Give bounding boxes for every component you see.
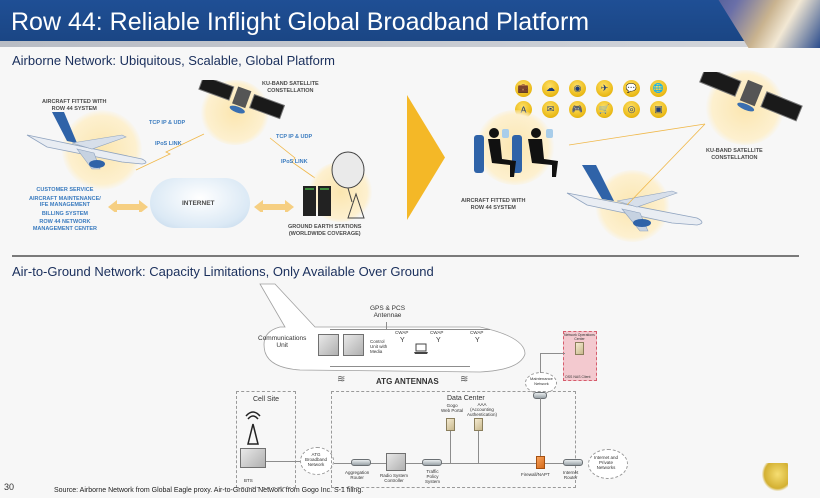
traffic-policy-label: Traffic Policy System (425, 469, 441, 485)
bts-link-line (266, 461, 300, 462)
page-number: 30 (4, 482, 15, 492)
data-center-label: Data Center (447, 395, 485, 402)
radio-system-controller-icon (386, 453, 406, 471)
satellite-label: KU-BAND SATELLITE CONSTELLATION (262, 81, 319, 94)
web-portal-server-icon (446, 418, 455, 431)
rss-icon: ◉ (569, 80, 586, 97)
link1-type: IPoS LINK (155, 141, 182, 147)
double-arrow-left (108, 200, 148, 212)
network-operations-center-box (563, 331, 597, 381)
aaa-label: AAA (Accounting Authentication) (467, 402, 498, 418)
oss-label: OSS NAS Client (565, 375, 591, 379)
title-bar-stripe (0, 41, 820, 47)
web-portal-line (450, 431, 451, 463)
internet-cloud (150, 178, 250, 228)
data-center-backbone (334, 463, 574, 464)
chat-icon: 💬 (623, 80, 640, 97)
internet-router-label: Internet Router (563, 470, 579, 481)
flight-icon: ✈ (596, 80, 613, 97)
noc-label: Network Operations Center (564, 333, 595, 342)
cell-site-box (236, 391, 296, 488)
internet-private-networks-label: Internet and Private Networks (594, 455, 619, 471)
dining-icon: ◎ (623, 101, 640, 118)
link2-type: IPoS LINK (281, 159, 308, 165)
ground-stations-label: GROUND EARTH STATIONS (WORLDWIDE COVERAG… (288, 224, 362, 237)
maintenance-line (540, 398, 541, 463)
right-satellite-label: KU-BAND SATELLITE CONSTELLATION (706, 148, 763, 161)
atg-antenna-icon-right: ≋ (460, 374, 469, 385)
cwap-label-3: CWAP (470, 330, 484, 335)
mail-icon: ✉ (542, 101, 559, 118)
data-center-box (331, 391, 576, 488)
services-list: CUSTOMER SERVICE AIRCRAFT MAINTENANCE/ I… (29, 187, 101, 232)
bts-label: BTS (244, 478, 253, 483)
cabin-backbone-line (330, 329, 490, 330)
satellite-icon (198, 80, 285, 120)
link-lines (135, 133, 316, 179)
noc-link-vertical (540, 353, 541, 373)
contact-icon: ▣ (650, 101, 667, 118)
right-link-lines (568, 123, 706, 206)
page-title: Row 44: Reliable Inflight Global Broadba… (11, 8, 590, 36)
traffic-policy-icon (422, 459, 442, 466)
source-note: Source: Airborne Network from Global Eag… (54, 487, 364, 494)
communications-unit-icon (318, 334, 339, 356)
title-bar (0, 0, 820, 44)
passengers-cabin-icon (474, 128, 558, 177)
section-divider (12, 255, 799, 257)
laptop-icon (414, 343, 428, 354)
gamepad-icon: 🎮 (569, 101, 586, 118)
cwap-label-2: CWAP (430, 330, 444, 335)
bts-icon (240, 448, 266, 468)
aggregation-router-label: Aggregation Router (345, 470, 370, 481)
globe-icon: 🌐 (650, 80, 667, 97)
atg-broadband-network-cloud (300, 447, 334, 475)
atg-antenna-line (330, 366, 470, 367)
internet-label: INTERNET (182, 200, 215, 207)
internet-router-icon (563, 459, 583, 466)
radio-system-controller-label: Radio System Controller (380, 473, 409, 484)
internet-private-networks-cloud (588, 449, 628, 479)
communications-unit-label: Communications Unit (258, 335, 307, 350)
noc-link-line (540, 353, 565, 354)
cart-icon: 🛒 (596, 101, 613, 118)
gps-antenna-line (386, 322, 387, 330)
atg-antenna-icon-left: ≋ (337, 374, 346, 385)
atg-broadband-network-label: ATG Broadband Network (305, 452, 328, 468)
right-airplane-icon (566, 165, 703, 232)
aaa-line (478, 431, 479, 463)
control-unit-label: Control Unit with Media (370, 339, 388, 355)
cwap-antenna-icon-1: Y (400, 337, 405, 344)
transition-arrow-icon (407, 95, 445, 220)
atg-section-title: Air-to-Ground Network: Capacity Limitati… (12, 264, 434, 279)
firewall-label: Firewall/NAPT (521, 472, 550, 477)
web-portal-label: Gogo Web Portal (441, 403, 464, 414)
airplane-icon (26, 112, 147, 170)
double-arrow-right (254, 200, 294, 212)
cwap-antenna-icon-2: Y (436, 337, 441, 344)
aircraft-outline (259, 283, 526, 373)
aircraft-label: AIRCRAFT FITTED WITH ROW 44 SYSTEM (42, 99, 107, 112)
right-aircraft-label: AIRCRAFT FITTED WITH ROW 44 SYSTEM (461, 198, 526, 211)
link2-protocol: TCP IP & UDP (276, 134, 313, 140)
cell-site-label: Cell Site (253, 396, 280, 403)
airborne-section-title: Airborne Network: Ubiquitous, Scalable, … (12, 53, 335, 68)
noc-server-icon (575, 342, 584, 355)
aggregation-router-icon (351, 459, 371, 466)
aaa-server-icon (474, 418, 483, 431)
link1-protocol: TCP IP & UDP (149, 120, 186, 126)
ground-station-icon (303, 151, 365, 219)
firewall-icon (536, 456, 545, 469)
weather-icon: ☁ (542, 80, 559, 97)
eagle-logo-icon (762, 463, 788, 491)
cell-tower-icon (245, 411, 261, 445)
gps-antennae-label: GPS & PCS Antennae (370, 305, 406, 320)
briefcase-icon: 💼 (515, 80, 532, 97)
maintenance-network-label: Maintenance Network (530, 376, 553, 386)
atg-antennas-label: ATG ANTENNAS (376, 377, 439, 386)
cwap-antenna-icon-3: Y (475, 337, 480, 344)
control-unit-icon (343, 334, 364, 356)
right-satellite-icon (699, 72, 803, 122)
cwap-label-1: CWAP (395, 330, 409, 335)
